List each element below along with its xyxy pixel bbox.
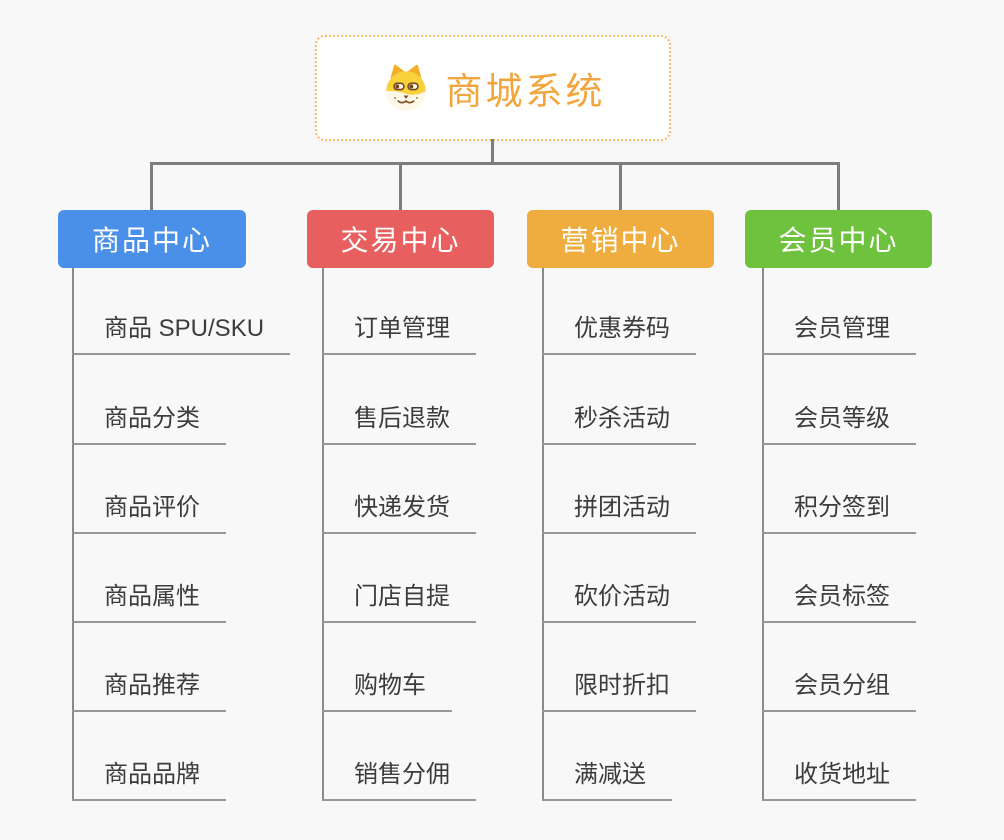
leaf-item[interactable]: 购物车 [322,670,452,712]
leaf-item[interactable]: 会员等级 [762,403,916,445]
leaf-item[interactable]: 优惠券码 [542,313,696,355]
leaf-item[interactable]: 门店自提 [322,581,476,623]
leaf-item[interactable]: 收货地址 [762,759,916,801]
spine-member [762,268,764,801]
leaf-item[interactable]: 积分签到 [762,492,916,534]
leaf-item[interactable]: 会员标签 [762,581,916,623]
root-node[interactable]: 商城系统 [315,35,671,141]
leaf-item[interactable]: 快递发货 [322,492,476,534]
leaf-item[interactable]: 销售分佣 [322,759,476,801]
leaf-item[interactable]: 会员管理 [762,313,916,355]
connector-drop-marketing [619,162,622,210]
leaf-item[interactable]: 秒杀活动 [542,403,696,445]
connector-drop-trade [399,162,402,210]
branch-trade-center[interactable]: 交易中心 [307,210,494,268]
connector-root-drop [491,139,494,165]
leaf-item[interactable]: 砍价活动 [542,581,696,623]
leaf-item[interactable]: 限时折扣 [542,670,696,712]
leaf-item[interactable]: 订单管理 [322,313,476,355]
branch-product-center[interactable]: 商品中心 [58,210,246,268]
connector-bus [150,162,839,165]
connector-drop-member [837,162,840,210]
spine-product [72,268,74,801]
branch-member-center[interactable]: 会员中心 [745,210,932,268]
leaf-item[interactable]: 会员分组 [762,670,916,712]
dog-icon [381,63,431,113]
connector-drop-product [150,162,153,210]
leaf-item[interactable]: 商品属性 [72,581,226,623]
root-title: 商城系统 [445,71,606,112]
leaf-item[interactable]: 商品 SPU/SKU [72,313,291,355]
leaf-item[interactable]: 商品品牌 [72,759,226,801]
leaf-item[interactable]: 满减送 [542,759,672,801]
leaf-item[interactable]: 商品分类 [72,403,226,445]
spine-marketing [542,268,544,801]
leaf-item[interactable]: 拼团活动 [542,492,696,534]
branch-marketing-center[interactable]: 营销中心 [527,210,714,268]
leaf-item[interactable]: 商品推荐 [72,670,226,712]
leaf-item[interactable]: 商品评价 [72,492,226,534]
spine-trade [322,268,324,801]
leaf-item[interactable]: 售后退款 [322,403,476,445]
